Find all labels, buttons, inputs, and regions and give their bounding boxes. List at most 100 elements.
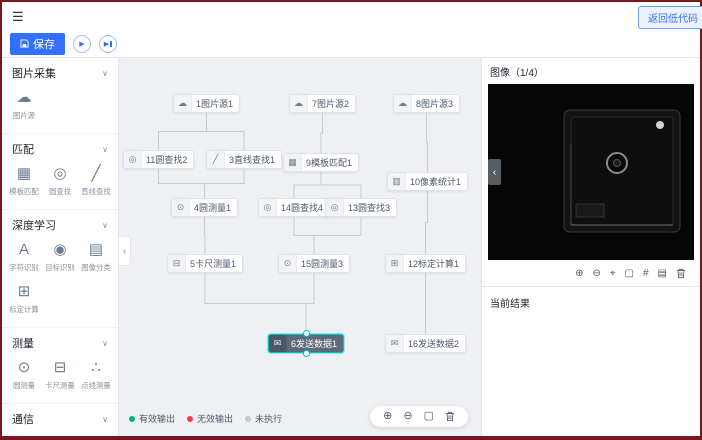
flow-node[interactable]: ▦9模板匹配1 — [283, 153, 360, 172]
node-label: 14圆查找4 — [281, 203, 324, 213]
cloud-icon: ☁ — [16, 89, 32, 106]
cloud-icon: ☁ — [290, 95, 308, 112]
section-title: 测量 — [12, 338, 34, 350]
zoom-in-icon[interactable]: ⊕ — [383, 410, 393, 422]
flow-node[interactable]: ⊟5卡尺测量1 — [167, 254, 244, 273]
flow-node[interactable]: ◎ 14圆查找4 — [258, 198, 331, 217]
calc-icon: ⊞ — [386, 255, 404, 272]
zoom-out-icon[interactable]: ⊖ — [403, 410, 413, 422]
flow-node[interactable]: ╱3直线查找1 — [206, 150, 283, 169]
section-tools: ✉发送数据 — [2, 432, 118, 436]
flow-node[interactable]: ⊙ 15圆测量3 — [278, 254, 351, 273]
image-zoom-out-icon[interactable]: ⊖ — [592, 267, 601, 279]
grid-icon[interactable]: # — [642, 267, 649, 279]
section-header[interactable]: 深度学习∨ — [2, 210, 118, 238]
sidebar-section: 图片采集∨ ☁图片源 — [2, 58, 118, 134]
fit-view-icon[interactable]: ▢ — [423, 410, 434, 422]
sidebar-collapse-handle[interactable]: ‹ — [119, 236, 131, 266]
tool-mcircle[interactable]: ⊙圆测量 — [6, 359, 42, 391]
legend-dot — [245, 415, 252, 422]
circlefind-icon: ◎ — [124, 151, 142, 168]
node-label: 4圆测量1 — [194, 203, 232, 213]
sidebar-section: 匹配∨ ▦ 模板匹配◎圆查找╱直线查找 — [2, 134, 118, 210]
menu-icon[interactable]: ☰ — [12, 8, 24, 24]
section-header[interactable]: 匹配∨ — [2, 134, 118, 162]
tool-mpoint[interactable]: ∴点线测量 — [78, 359, 114, 391]
section-title: 通信 — [12, 414, 34, 426]
circlefind-icon: ◎ — [259, 199, 277, 216]
section-header[interactable]: 测量∨ — [2, 328, 118, 356]
tool-calc[interactable]: ⊞标定计算 — [6, 283, 42, 315]
tool-label: 卡尺测量 — [45, 381, 75, 390]
mcircle-icon: ⊙ — [279, 255, 297, 272]
section-header[interactable]: 通信∨ — [2, 404, 118, 432]
tool-target[interactable]: ◉目标识别 — [42, 241, 78, 273]
save-label: 保存 — [33, 38, 55, 51]
flow-toolbar: 保存 ▶ ▶ — [2, 30, 700, 58]
send-icon: ✉ — [18, 435, 31, 436]
return-low-code-button[interactable]: 返回低代码 — [638, 6, 702, 29]
flow-node[interactable]: ⊙ 4圆测量1 — [171, 198, 239, 217]
flow-node[interactable]: ⊞12标定计算1 — [385, 254, 467, 273]
node-label: 15圆测量3 — [301, 259, 344, 269]
tool-send[interactable]: ✉发送数据 — [6, 435, 42, 436]
image-preview[interactable]: ‹ — [488, 84, 694, 260]
tool-label: 直线查找 — [81, 187, 111, 196]
flow-node[interactable]: ◎11圆查找2 — [123, 150, 195, 169]
locate-icon[interactable]: ⌖ — [609, 267, 616, 279]
circlefind-icon: ◎ — [326, 199, 344, 216]
node-label: 6发送数据1 — [291, 339, 338, 349]
flow-node[interactable]: ◎13圆查找3 — [325, 198, 398, 217]
tool-linefind[interactable]: ╱直线查找 — [78, 165, 114, 197]
run-button[interactable]: ▶ — [73, 34, 91, 53]
flow-node[interactable]: ▥10像素统计1 — [387, 172, 469, 191]
node-label: 7图片源2 — [312, 99, 350, 109]
run-once-button[interactable]: ▶ — [99, 34, 117, 53]
flow-node[interactable]: ☁ 7图片源2 — [289, 94, 357, 113]
play-once-icon: ▶ — [103, 40, 110, 48]
tool-classify[interactable]: ▤图像分类 — [78, 241, 114, 273]
tool-mcaliper[interactable]: ⊟卡尺测量 — [42, 359, 78, 391]
flow-node[interactable]: ✉ 6发送数据1 — [268, 330, 345, 357]
tool-template[interactable]: ▦ 模板匹配 — [6, 165, 42, 197]
send-icon: ✉ — [269, 335, 287, 352]
node-label: 1图片源1 — [196, 99, 234, 109]
tool-cloud[interactable]: ☁图片源 — [6, 89, 42, 121]
compare-icon[interactable]: ▤ — [657, 267, 667, 279]
tool-label: 模板匹配 — [9, 187, 39, 196]
flow-node[interactable]: ✉16发送数据2 — [385, 334, 467, 353]
fullscreen-icon[interactable]: ▢ — [624, 267, 634, 279]
save-button[interactable]: 保存 — [10, 32, 65, 55]
chevron-down-icon: ∨ — [102, 68, 108, 78]
ocr-icon: A — [18, 241, 29, 258]
image-delete-icon[interactable] — [676, 268, 686, 279]
section-tools: ☁图片源 — [2, 86, 118, 133]
mcircle-icon: ⊙ — [172, 199, 190, 216]
node-label: 10像素统计1 — [410, 177, 462, 187]
sidebar-section: 测量∨ ⊙圆测量⊟卡尺测量∴点线测量 — [2, 328, 118, 404]
classify-icon: ▤ — [88, 241, 104, 258]
flow-node[interactable]: ☁1图片源1 — [173, 94, 241, 113]
tool-circlefind[interactable]: ◎圆查找 — [42, 165, 78, 197]
delete-icon[interactable] — [445, 411, 455, 422]
prev-image-button[interactable]: ‹ — [488, 159, 501, 185]
flow-edges — [158, 113, 428, 334]
node-label: 5卡尺测量1 — [190, 259, 237, 269]
right-panel: 图像（1/4） ‹ ⊕ ⊖ ⌖ ▢ # ▤ — [481, 58, 700, 436]
canvas-zoom-toolbar: ⊕ ⊖ ▢ — [370, 406, 468, 427]
legend-item: 有效输出 — [129, 412, 175, 425]
section-header[interactable]: 图片采集∨ — [2, 58, 118, 86]
legend-label: 无效输出 — [197, 414, 234, 424]
tool-label: 标定计算 — [9, 305, 39, 314]
tool-label: 点线测量 — [81, 381, 111, 390]
image-zoom-in-icon[interactable]: ⊕ — [575, 267, 584, 279]
template-icon: ▦ — [16, 165, 32, 182]
flow-node[interactable]: ☁8图片源3 — [393, 94, 461, 113]
flow-canvas[interactable]: ‹ 有效输出无效输出未执行 ⊕ ⊖ ▢ ☁1图片源1☁7图片源2☁8图片源3◎1… — [119, 58, 481, 436]
legend-dot — [129, 415, 135, 422]
